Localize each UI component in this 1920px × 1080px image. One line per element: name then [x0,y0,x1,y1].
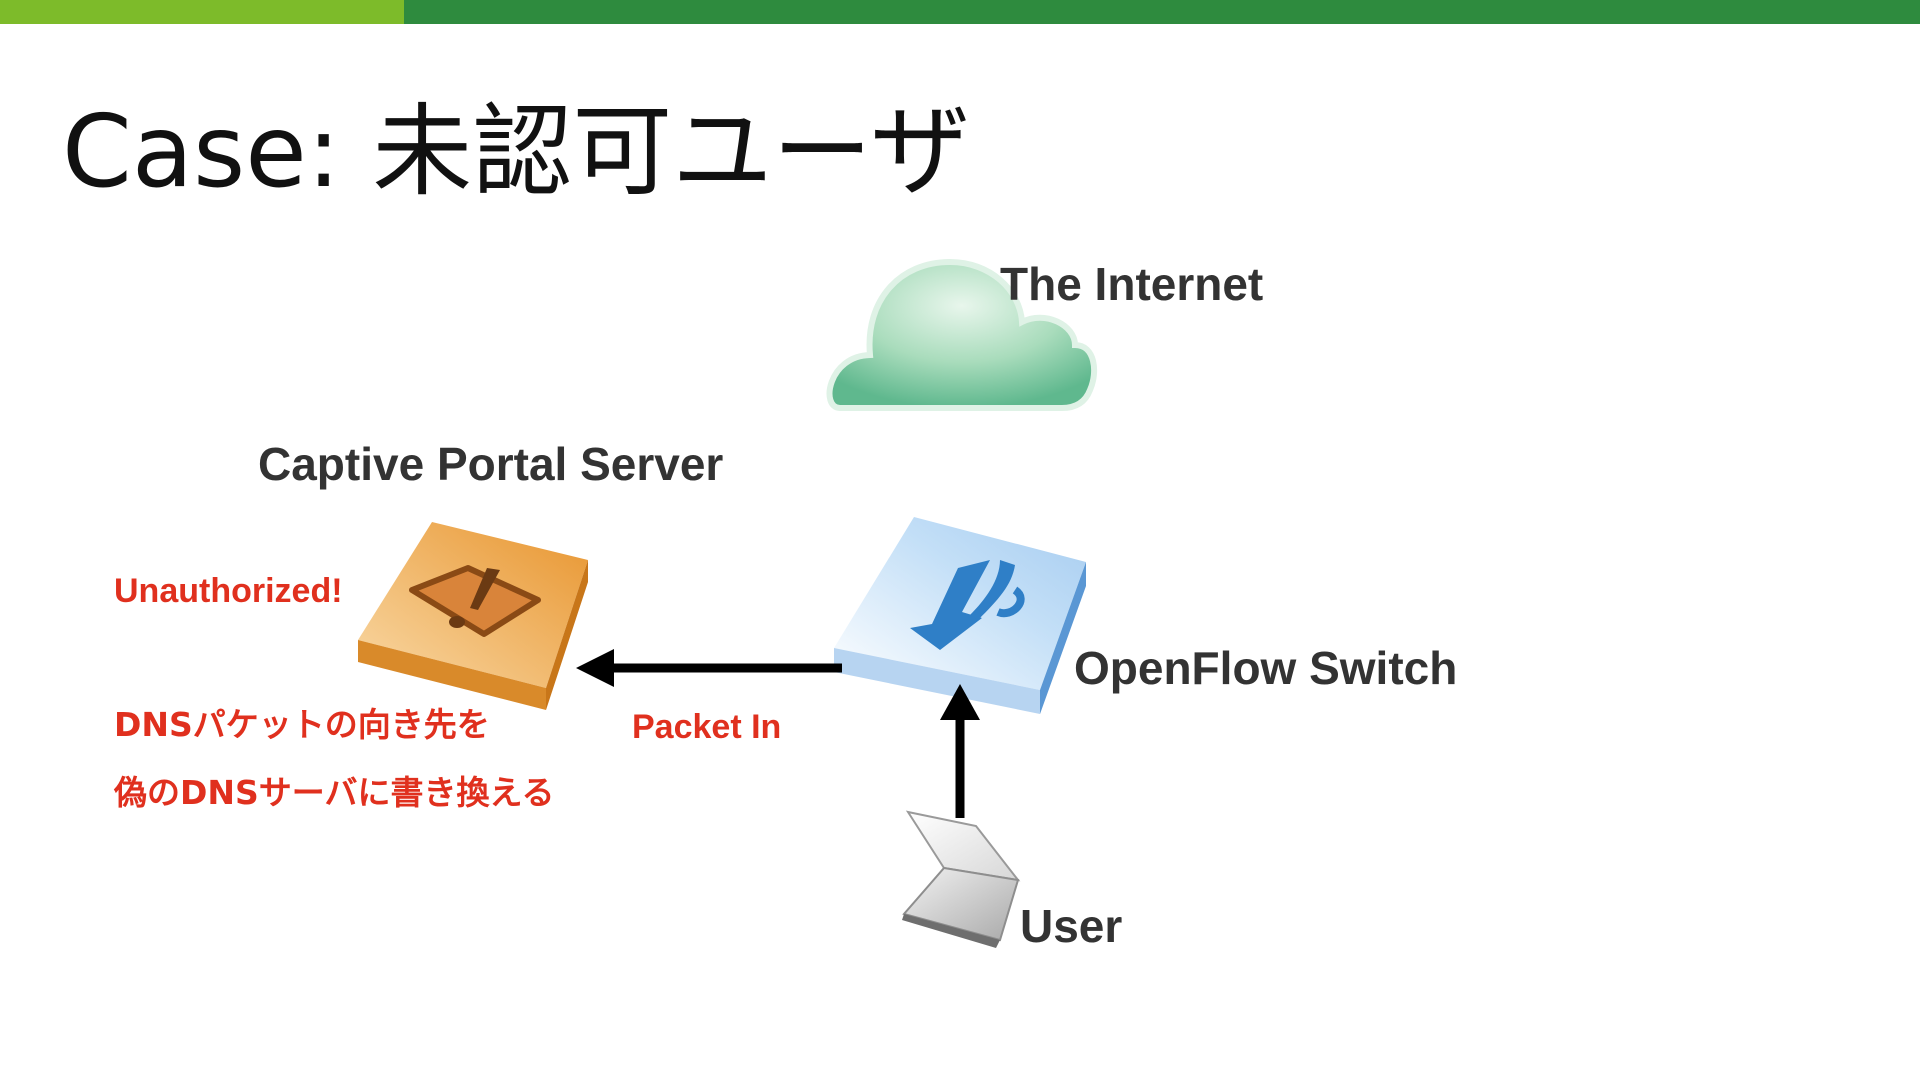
warning-server-icon [358,522,588,710]
packet-in-label: Packet In [632,708,782,746]
rewrite-annotation-line1: DNSパケットの向き先を [114,705,490,744]
openflow-switch-icon [834,517,1086,714]
user-label: User [1020,900,1123,952]
arrow-user-to-switch [940,684,980,818]
top-accent-bar [0,0,1920,24]
internet-label: The Internet [1000,258,1264,310]
unauthorized-annotation: Unauthorized! [114,572,343,610]
cloud-icon [826,258,1098,411]
arrow-switch-to-portal [576,649,842,687]
laptop-icon [902,810,1021,948]
top-accent-bar-dark [404,0,1920,24]
portal-label: Captive Portal Server [258,438,724,490]
slide-title: Case: 未認可ユーザ [62,93,971,210]
switch-label: OpenFlow Switch [1074,642,1458,694]
rewrite-annotation-line2: 偽のDNSサーバに書き換える [114,773,555,812]
top-accent-bar-light [0,0,404,24]
